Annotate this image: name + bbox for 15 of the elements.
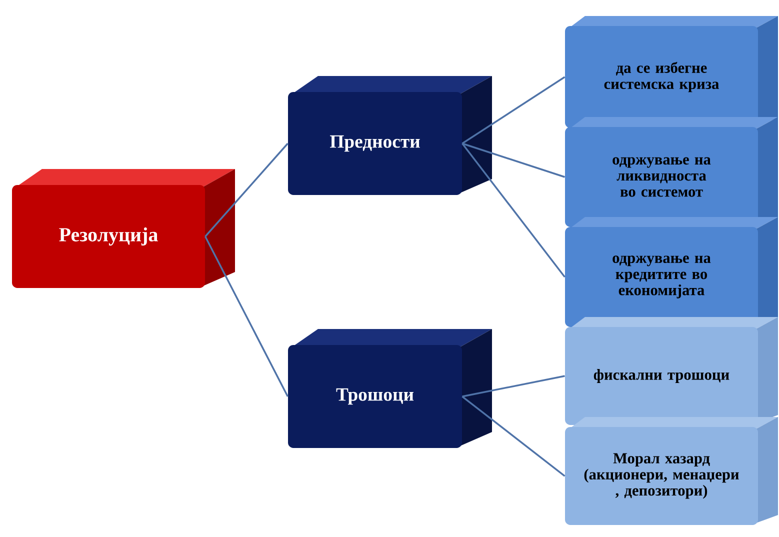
box: Морал хазард (акционери, менаџери , депозитори) bbox=[565, 417, 778, 525]
box: Предности bbox=[288, 76, 492, 195]
box: Резолуција bbox=[12, 169, 235, 288]
box: фискални трошоци bbox=[565, 317, 778, 425]
box: да се избегне системска криза bbox=[565, 16, 778, 128]
box: одржување на кредитите во економијата bbox=[565, 217, 778, 327]
connector-line bbox=[462, 142, 566, 278]
box: одржување на ликвидноста во системот bbox=[565, 117, 778, 227]
connector-line bbox=[462, 142, 565, 178]
box: Трошоци bbox=[288, 329, 492, 448]
connector-line bbox=[204, 142, 288, 238]
connector-line bbox=[462, 76, 566, 144]
connector-line bbox=[204, 236, 288, 397]
connector-line bbox=[462, 375, 565, 398]
connector-line bbox=[462, 396, 566, 477]
